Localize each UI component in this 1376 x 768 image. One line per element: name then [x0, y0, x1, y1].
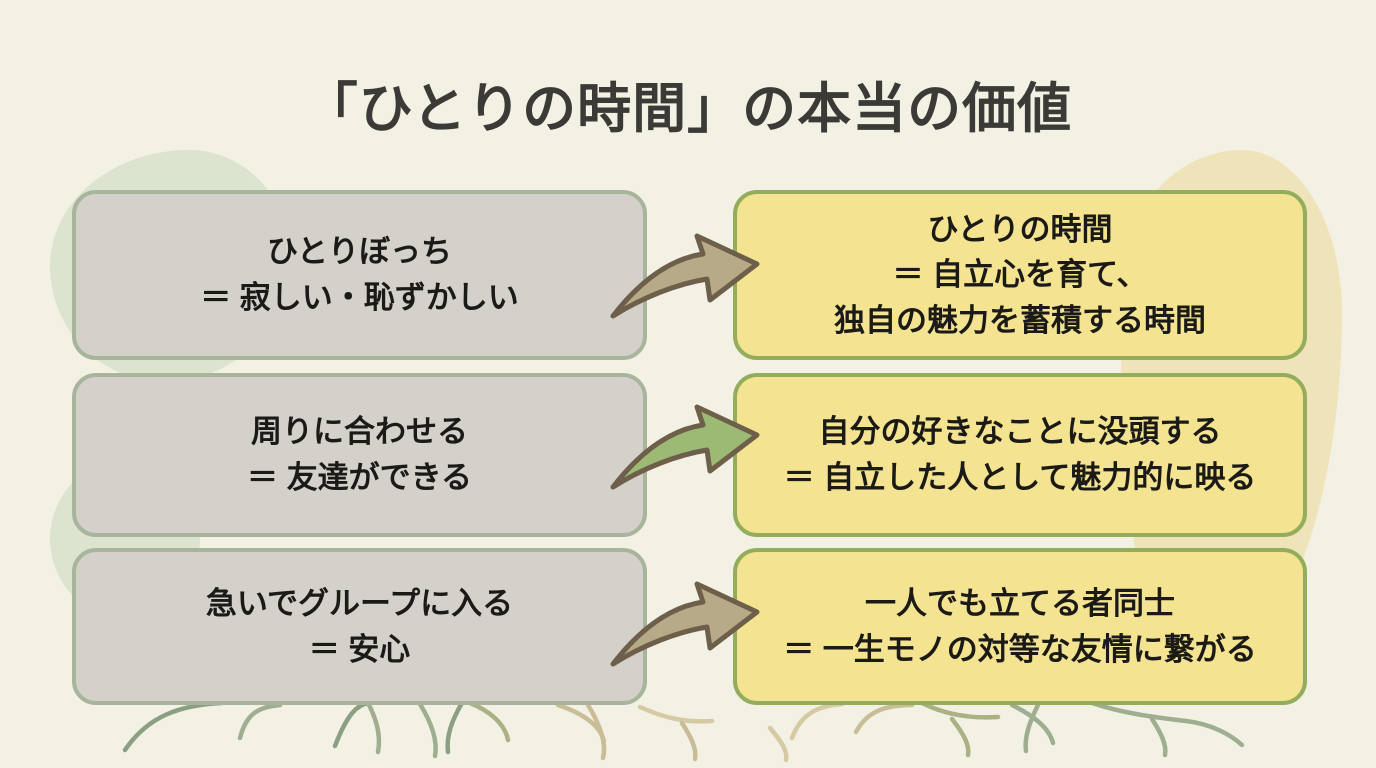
box-line: 急いでグループに入る: [205, 585, 514, 621]
left-box-row3: 急いでグループに入る ＝ 安心: [72, 548, 647, 705]
left-box-row2: 周りに合わせる ＝ 友達ができる: [72, 373, 647, 537]
roots-illustration: [122, 700, 1245, 763]
curved-arrow-icon: [610, 581, 760, 667]
box-line: ひとりぼっち: [266, 234, 453, 270]
box-line: ひとりの時間: [927, 211, 1113, 247]
box-line: 自分の好きなことに没頭する: [818, 414, 1222, 450]
box-line: 独自の魅力を蓄積する時間: [834, 302, 1206, 338]
left-box-row1: ひとりぼっち ＝ 寂しい・恥ずかしい: [72, 190, 647, 360]
right-box-row3: 一人でも立てる者同士 ＝ 一生モノの対等な友情に繋がる: [733, 548, 1307, 705]
curved-arrow-icon: [610, 233, 760, 319]
curved-arrow-shape: [610, 233, 760, 319]
box-line: ＝ 自立心を育て、: [892, 257, 1148, 293]
box-line: 一人でも立てる者同士: [865, 585, 1175, 621]
page-title: 「ひとりの時間」の本当の価値: [303, 79, 1073, 139]
right-box-row2: 自分の好きなことに没頭する ＝ 自立した人として魅力的に映る: [733, 373, 1307, 537]
curved-arrow-shape: [610, 404, 760, 490]
box-line: ＝ 安心: [308, 631, 411, 667]
curved-arrow-icon: [610, 404, 760, 490]
right-box-row1: ひとりの時間 ＝ 自立心を育て、 独自の魅力を蓄積する時間: [733, 190, 1307, 360]
box-line: ＝ 友達ができる: [247, 460, 472, 495]
box-line: ＝ 一生モノの対等な友情に繋がる: [783, 631, 1257, 667]
curved-arrow-shape: [610, 581, 760, 667]
box-line: ＝ 自立した人として魅力的に映る: [783, 460, 1257, 495]
box-line: 周りに合わせる: [251, 414, 468, 450]
box-line: ＝ 寂しい・恥ずかしい: [200, 280, 519, 315]
